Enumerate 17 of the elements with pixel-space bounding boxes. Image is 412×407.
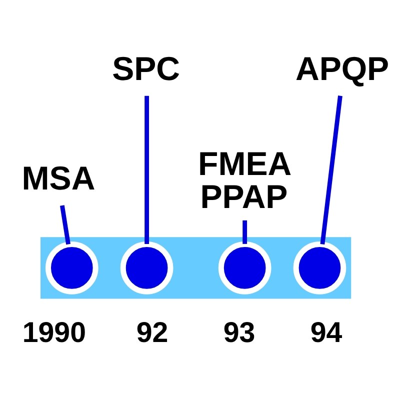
connector <box>242 220 248 244</box>
connector <box>320 96 342 245</box>
node-text: MSA <box>22 160 96 198</box>
connector <box>144 96 149 244</box>
node-circle <box>45 242 98 294</box>
node-text: FMEA PPAP <box>198 146 292 216</box>
node-circle <box>120 242 174 294</box>
node-circle <box>218 242 272 294</box>
label: 94 <box>310 317 342 350</box>
label: 93 <box>223 317 256 350</box>
label: 92 <box>136 317 168 350</box>
node-circle <box>293 242 346 294</box>
node-text: APQP <box>295 51 390 88</box>
node-text: SPC <box>112 51 180 88</box>
cluster <box>40 237 352 299</box>
label: 1990 <box>22 317 86 350</box>
connector <box>60 205 70 245</box>
